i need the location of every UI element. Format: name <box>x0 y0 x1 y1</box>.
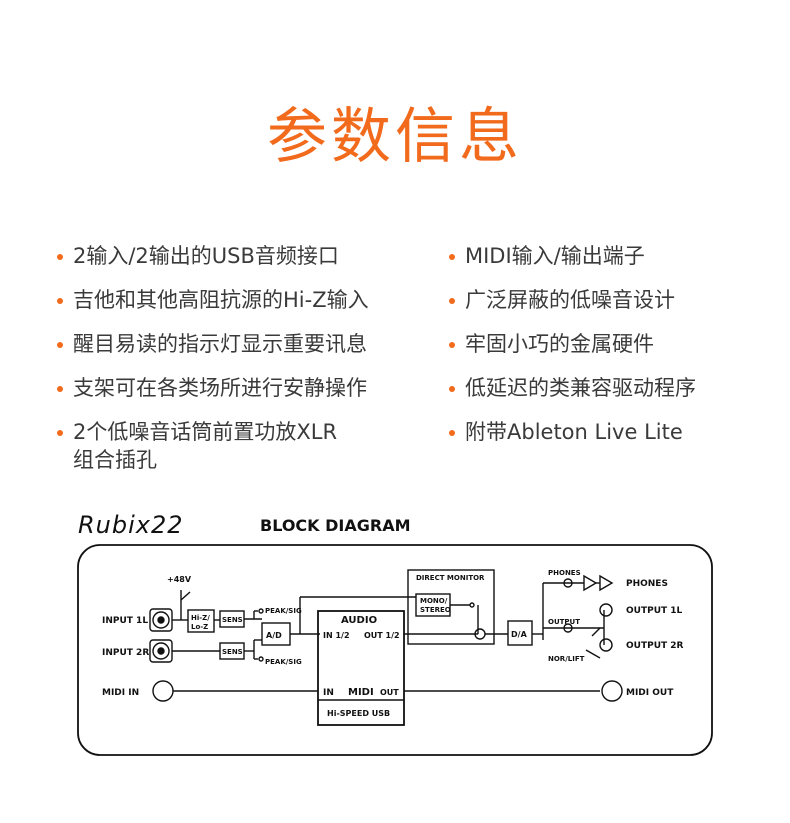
midi-in-label: MIDI IN <box>102 688 139 698</box>
feature-item: 附带Ableton Live Lite <box>447 418 777 446</box>
mono-label: MONO/ <box>420 597 448 605</box>
bullet-icon <box>57 342 63 348</box>
loz-label: Lo-Z <box>191 623 208 631</box>
stereo-label: STEREO <box>420 606 451 614</box>
peak-label: PEAK/SIG <box>265 658 302 666</box>
input1-label: INPUT 1L <box>102 616 148 626</box>
out-label: OUT <box>380 688 399 697</box>
bullet-icon <box>57 254 63 260</box>
output2-label: OUTPUT 2R <box>626 641 684 651</box>
midi-out-label: MIDI OUT <box>626 688 674 698</box>
direct-monitor-label: DIRECT MONITOR <box>416 574 485 582</box>
usb-interface-box <box>317 610 405 726</box>
feature-item: 2输入/2输出的USB音频接口 <box>55 242 415 270</box>
hiz-label: Hi-Z/ <box>191 614 210 622</box>
hiz-box <box>187 609 215 633</box>
output-small-label: OUTPUT <box>548 618 580 626</box>
direct-monitor-box <box>407 569 495 645</box>
bullet-icon <box>449 298 455 304</box>
da-label: D/A <box>511 630 528 639</box>
page-title: 参数信息 <box>267 102 523 172</box>
in-label: IN <box>323 688 334 698</box>
bullet-icon <box>57 386 63 392</box>
audio-label: AUDIO <box>341 615 377 626</box>
brand-logo: Rubix22 <box>78 511 184 539</box>
midi-in-jack-icon <box>152 680 174 702</box>
feature-list-right: MIDI输入/输出端子 广泛屏蔽的低噪音设计 牢固小巧的金属硬件 低延迟的类兼容… <box>447 242 777 462</box>
peak-label: PEAK/SIG <box>265 607 302 615</box>
input2-label: INPUT 2R <box>102 648 149 658</box>
diagram-frame <box>77 544 713 756</box>
feature-item: 醒目易读的指示灯显示重要讯息 <box>55 330 415 358</box>
input-1-jack-icon <box>149 608 173 632</box>
midi-label: MIDI <box>348 687 374 698</box>
sens-label: SENS <box>222 648 243 656</box>
block-diagram-label: BLOCK DIAGRAM <box>260 516 411 535</box>
usb-label: Hi-SPEED USB <box>327 709 390 718</box>
feature-item: 吉他和其他高阻抗源的Hi-Z输入 <box>55 286 415 314</box>
phones-label: PHONES <box>626 579 668 589</box>
input-2-jack-icon <box>149 639 173 663</box>
ad-label: A/D <box>266 631 282 640</box>
bullet-icon <box>449 254 455 260</box>
phones-small-label: PHONES <box>548 569 581 577</box>
bullet-icon <box>57 430 63 436</box>
in12-label: IN 1/2 <box>323 631 350 640</box>
feature-item: 支架可在各类场所进行安静操作 <box>55 374 415 402</box>
bullet-icon <box>449 386 455 392</box>
phantom-label: +48V <box>167 575 192 584</box>
out12-label: OUT 1/2 <box>364 631 400 640</box>
feature-item: 低延迟的类兼容驱动程序 <box>447 374 777 402</box>
bullet-icon <box>449 430 455 436</box>
feature-list-left: 2输入/2输出的USB音频接口 吉他和其他高阻抗源的Hi-Z输入 醒目易读的指示… <box>55 242 415 490</box>
feature-item: MIDI输入/输出端子 <box>447 242 777 270</box>
da-converter <box>507 620 533 646</box>
sens-label: SENS <box>222 616 243 624</box>
output1-label: OUTPUT 1L <box>626 606 683 616</box>
nor-lift-label: NOR/LIFT <box>548 655 585 663</box>
bullet-icon <box>449 342 455 348</box>
bullet-icon <box>57 298 63 304</box>
feature-item: 广泛屏蔽的低噪音设计 <box>447 286 777 314</box>
midi-out-jack-icon <box>601 680 623 702</box>
feature-item: 牢固小巧的金属硬件 <box>447 330 777 358</box>
